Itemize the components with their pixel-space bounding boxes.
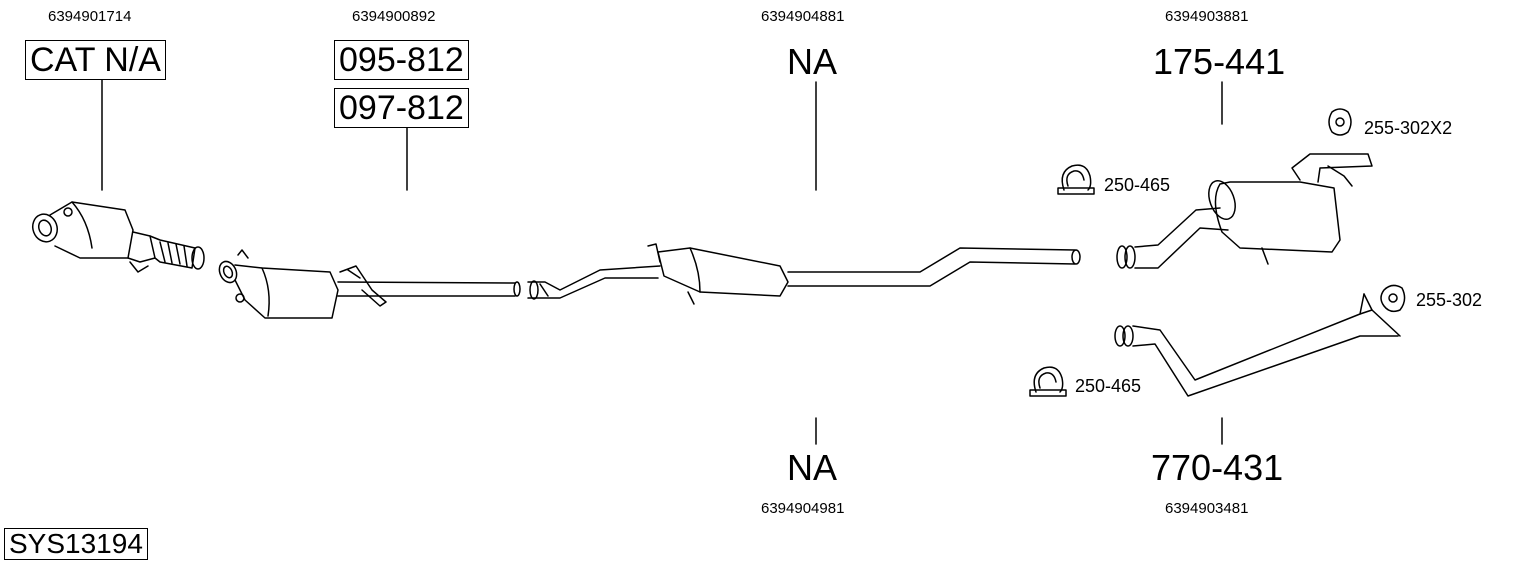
system-code-label: SYS13194: [4, 528, 148, 560]
part-label-centre-bottom[interactable]: NA: [787, 447, 838, 488]
rear-silencer-drawing[interactable]: [1116, 153, 1373, 269]
oem-number-centre-top: 6394904881: [761, 8, 845, 25]
part-label-rear-bottom[interactable]: 770-431: [1151, 447, 1284, 488]
part-label-centre-top[interactable]: NA: [787, 41, 838, 82]
clamp-top-icon[interactable]: [1057, 164, 1095, 195]
part-label-cat[interactable]: CAT N/A: [25, 40, 166, 80]
part-label-front-pipe-2[interactable]: 097-812: [334, 88, 469, 128]
hanger-label-bottom[interactable]: 255-302: [1416, 290, 1483, 310]
hanger-bottom-icon[interactable]: [1380, 284, 1406, 313]
oem-number-centre-bottom: 6394904981: [761, 500, 845, 517]
tail-pipe-drawing[interactable]: [1114, 293, 1401, 397]
front-pipe-drawing[interactable]: [216, 249, 521, 319]
oem-number-cat: 6394901714: [48, 8, 132, 25]
clamp-label-top[interactable]: 250-465: [1104, 175, 1171, 195]
oem-number-rear-top: 6394903881: [1165, 8, 1249, 25]
clamp-bottom-icon[interactable]: [1029, 366, 1067, 397]
catalytic-converter-drawing[interactable]: [29, 201, 205, 273]
part-label-rear-top[interactable]: 175-441: [1153, 41, 1286, 82]
oem-number-front-pipe: 6394900892: [352, 8, 436, 25]
clamp-label-bottom[interactable]: 250-465: [1075, 376, 1142, 396]
centre-silencer-drawing[interactable]: [527, 243, 1081, 305]
part-label-front-pipe-1[interactable]: 095-812: [334, 40, 469, 80]
oem-number-rear-bottom: 6394903481: [1165, 500, 1249, 517]
leader-lines: [101, 79, 1223, 445]
hanger-top-icon[interactable]: [1328, 108, 1352, 136]
hanger-label-top[interactable]: 255-302X2: [1364, 118, 1453, 138]
